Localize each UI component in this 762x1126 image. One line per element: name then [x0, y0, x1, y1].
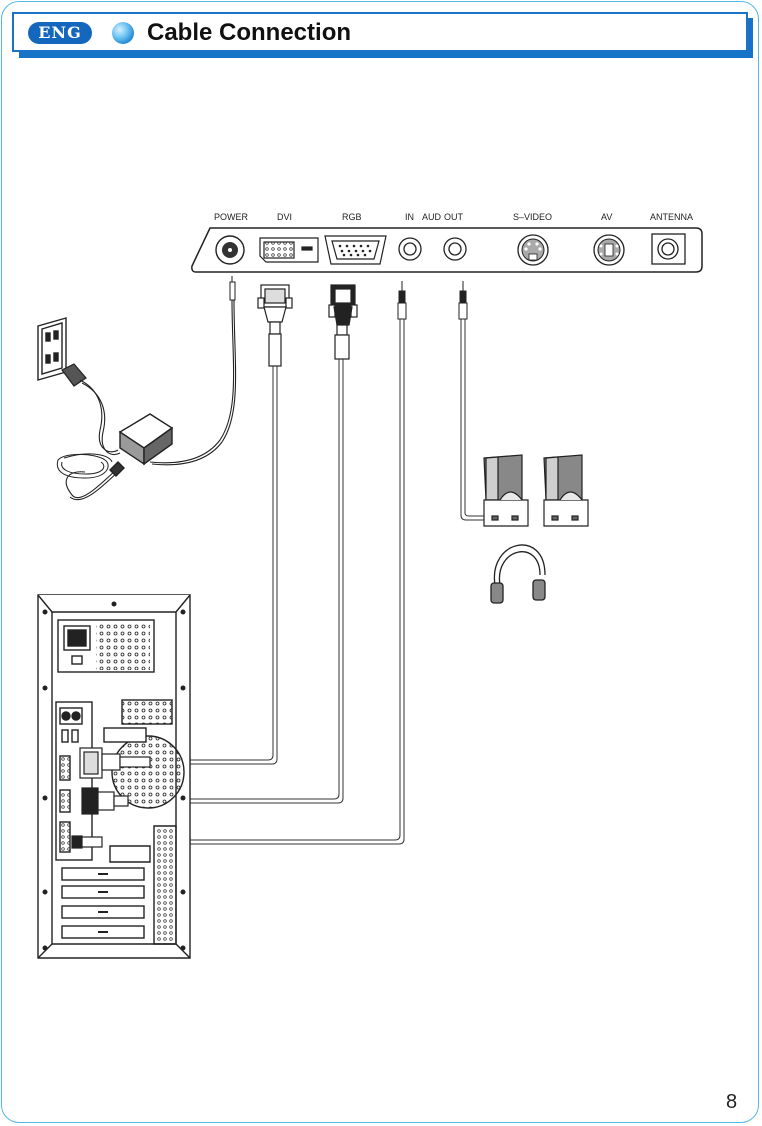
pc-dvi-connector-icon — [79, 747, 151, 779]
rgb-cable — [128, 359, 344, 804]
s-video-port-icon — [517, 234, 549, 266]
audio-in-jack-icon — [398, 237, 422, 261]
pc-rgb-connector-icon — [81, 787, 129, 815]
port-label-in: IN — [405, 212, 414, 222]
language-badge: ENG — [28, 22, 92, 44]
speaker-left-icon — [483, 454, 529, 527]
port-label-aud: AUD — [422, 212, 442, 222]
audio-in-cable — [102, 319, 405, 845]
power-cable — [65, 285, 237, 501]
dvi-cable — [150, 366, 278, 765]
audio-in-plug-icon — [397, 281, 407, 320]
page-title: Cable Connection — [147, 19, 352, 46]
headphones-icon — [490, 544, 546, 604]
dvi-port-icon — [259, 237, 319, 263]
pc-tower-icon — [37, 594, 191, 959]
av-port-icon — [593, 234, 625, 266]
port-label-out: OUT — [444, 212, 463, 222]
pc-audio-plug-icon — [71, 835, 103, 849]
coiled-cable-icon — [56, 453, 113, 479]
power-adapter-icon — [109, 413, 174, 477]
audio-out-cable — [460, 319, 485, 521]
audio-out-jack-icon — [443, 237, 467, 261]
language-badge-label: ENG — [38, 23, 82, 42]
port-label-dvi: DVI — [277, 212, 293, 222]
header-bar: ENG Cable Connection — [12, 12, 748, 52]
port-label-s-video: S–VIDEO — [513, 212, 553, 222]
speaker-right-icon — [543, 454, 589, 527]
page-number: 8 — [726, 1091, 738, 1113]
power-jack-icon — [215, 235, 245, 265]
port-label-rgb: RGB — [342, 212, 362, 222]
port-label-power: POWER — [214, 212, 249, 222]
power-connector-icon — [229, 276, 236, 301]
antenna-port-icon — [651, 233, 686, 265]
rgb-port-icon — [324, 235, 387, 265]
audio-out-plug-icon — [458, 281, 468, 320]
rgb-connector-icon — [328, 284, 358, 360]
wall-outlet-icon — [37, 317, 67, 381]
dvi-connector-icon — [257, 284, 293, 367]
port-label-av: AV — [601, 212, 613, 222]
port-label-antenna: ANTENNA — [650, 212, 694, 222]
bullet-icon — [112, 22, 134, 44]
